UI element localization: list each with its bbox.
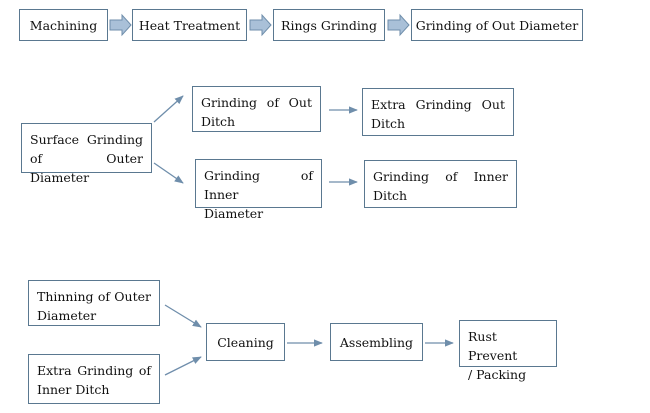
grinding-inner-ditch-line1: Grinding of Inner	[373, 169, 508, 184]
cleaning-label: Cleaning	[217, 334, 274, 350]
rings-grinding-box: Rings Grinding	[273, 9, 385, 41]
machining-label: Machining	[29, 17, 98, 33]
line-arrow	[153, 95, 184, 123]
extra-grinding-out-ditch-line2: Ditch	[371, 116, 406, 131]
grinding-inner-ditch-box: Grinding of Inner Ditch	[364, 160, 517, 208]
heat-treatment-box: Heat Treatment	[132, 9, 247, 41]
block-arrow	[109, 13, 132, 37]
cleaning-box: Cleaning	[206, 323, 285, 361]
grinding-inner-diameter-box: Grinding of Inner Diameter	[195, 159, 322, 221]
grinding-out-diameter-label: Grinding of Out Diameter	[415, 17, 579, 33]
block-arrow	[249, 13, 272, 37]
extra-grinding-out-ditch-line1: Extra Grinding Out	[371, 97, 505, 112]
rust-prevent-line2: / Packing	[468, 367, 527, 382]
surface-grinding-line1: Surface Grinding	[30, 132, 143, 147]
extra-grinding-inner-ditch-box: Extra Grinding of Inner Ditch	[28, 354, 160, 404]
line-arrow	[164, 356, 202, 376]
thinning-outer-diameter-line1: Thinning of Outer	[37, 289, 151, 304]
extra-grinding-out-ditch-box: Extra Grinding Out Ditch	[362, 88, 514, 136]
assembling-box: Assembling	[330, 323, 423, 361]
block-arrow	[387, 13, 410, 37]
grinding-out-diameter-box: Grinding of Out Diameter	[411, 9, 583, 41]
thinning-outer-diameter-box: Thinning of Outer Diameter	[28, 280, 160, 326]
heat-treatment-label: Heat Treatment	[138, 17, 241, 33]
extra-grinding-inner-ditch-line2: Inner Ditch	[37, 382, 110, 397]
grinding-out-ditch-line1: Grinding of Out	[201, 95, 312, 110]
grinding-inner-diameter-line2: Diameter	[204, 206, 264, 221]
rust-prevent-line1: Rust Prevent	[468, 329, 518, 363]
machining-box: Machining	[19, 9, 108, 41]
line-arrow	[153, 162, 184, 184]
rust-prevent-box: Rust Prevent / Packing	[459, 320, 557, 382]
surface-grinding-box: Surface Grinding of Outer Diameter	[21, 123, 152, 185]
extra-grinding-inner-ditch-line1: Extra Grinding of	[37, 363, 151, 378]
grinding-out-ditch-box: Grinding of Out Ditch	[192, 86, 321, 132]
grinding-out-ditch-line2: Ditch	[201, 114, 236, 129]
thinning-outer-diameter-line2: Diameter	[37, 308, 97, 323]
grinding-inner-diameter-line1: Grinding of Inner	[204, 168, 313, 202]
rings-grinding-label: Rings Grinding	[281, 17, 377, 33]
surface-grinding-line2: of Outer Diameter	[30, 151, 143, 185]
assembling-label: Assembling	[339, 334, 414, 350]
grinding-inner-ditch-line2: Ditch	[373, 188, 408, 203]
line-arrow	[164, 304, 202, 328]
